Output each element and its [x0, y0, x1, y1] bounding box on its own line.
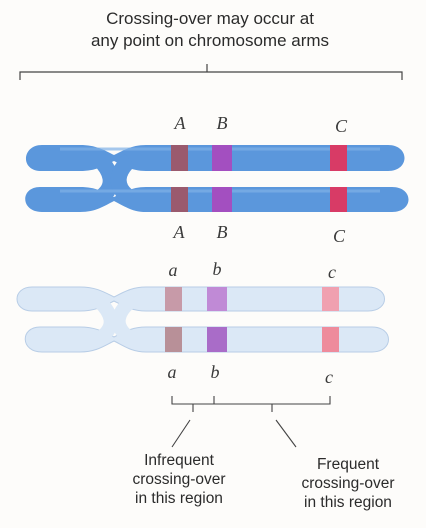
band-b-lower — [207, 327, 227, 352]
pointer-frequent — [276, 420, 296, 447]
label-b-lower: b — [205, 362, 225, 383]
band-c-lower — [322, 327, 339, 352]
title-line-2: any point on chromosome arms — [20, 30, 400, 51]
label-A-lower: A — [169, 222, 189, 243]
chromosome-recessive — [17, 287, 389, 352]
caption-frequent-line-1: Frequent — [278, 455, 418, 474]
caption-frequent-line-2: crossing-over — [278, 474, 418, 493]
band-A-upper — [171, 145, 188, 171]
band-c-upper — [322, 287, 339, 311]
caption-frequent-line-3: in this region — [278, 493, 418, 512]
pointer-infrequent — [172, 420, 190, 447]
label-c-lower: c — [319, 367, 339, 388]
band-a-lower — [165, 327, 182, 352]
band-a-upper — [165, 287, 182, 311]
label-a-upper: a — [163, 260, 183, 281]
chromosome-dominant — [25, 145, 408, 212]
arm-span-bracket — [20, 64, 402, 80]
caption-frequent: Frequent crossing-over in this region — [278, 455, 418, 512]
region-brackets — [172, 396, 330, 447]
caption-infrequent-line-3: in this region — [106, 489, 252, 508]
label-C-lower: C — [329, 226, 349, 247]
caption-infrequent-line-2: crossing-over — [106, 470, 252, 489]
caption-infrequent-line-1: Infrequent — [106, 451, 252, 470]
band-b-upper — [207, 287, 227, 311]
band-B-upper — [212, 145, 232, 171]
label-C-upper: C — [331, 116, 351, 137]
label-b-upper: b — [207, 259, 227, 280]
caption-infrequent: Infrequent crossing-over in this region — [106, 451, 252, 508]
title-line-1: Crossing-over may occur at — [20, 8, 400, 29]
label-c-upper: c — [322, 262, 342, 283]
label-a-lower: a — [162, 362, 182, 383]
label-B-lower: B — [212, 222, 232, 243]
band-C-upper — [330, 145, 347, 171]
band-A-lower — [171, 187, 188, 212]
label-A-upper: A — [170, 113, 190, 134]
label-B-upper: B — [212, 113, 232, 134]
band-B-lower — [212, 187, 232, 212]
band-C-lower — [330, 187, 347, 212]
